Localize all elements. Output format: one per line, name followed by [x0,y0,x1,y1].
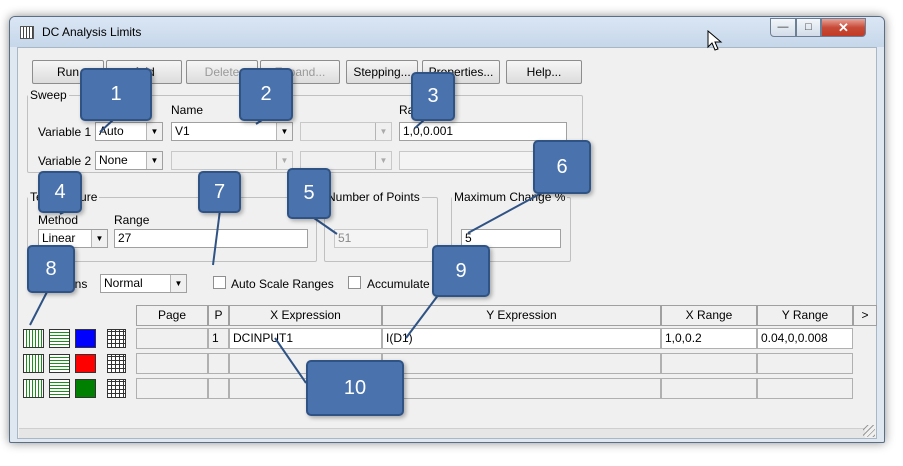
row3-x-range-cell[interactable] [661,378,757,399]
variable1-param-select[interactable]: ▼ [300,122,392,141]
close-button[interactable]: ✕ [821,18,866,37]
chevron-down-icon[interactable]: ▼ [146,152,162,169]
grid-options-icon[interactable] [107,354,126,373]
resize-grip-icon[interactable] [863,425,875,437]
name-header: Name [171,103,204,117]
row2-y-expression-cell[interactable] [382,353,661,374]
callout-6: 6 [533,140,591,194]
variable1-name-value: V1 [175,124,190,138]
callout-7: 7 [198,171,241,213]
row2-y-range-cell[interactable] [757,353,853,374]
page-column-header[interactable]: Page [136,305,208,326]
variable1-method-select[interactable]: Auto ▼ [95,122,163,141]
window-title: DC Analysis Limits [42,25,142,39]
row3-p-cell[interactable] [208,378,229,399]
grid-options-icon[interactable] [107,329,126,348]
help-button[interactable]: Help... [506,60,582,84]
row2-x-range-cell[interactable] [661,353,757,374]
variable1-label: Variable 1 [38,125,92,139]
row3-y-expression-cell[interactable] [382,378,661,399]
callout-5: 5 [287,168,331,219]
row2-p-cell[interactable] [208,353,229,374]
horizontal-scrollbar[interactable] [19,428,865,438]
row1-color-swatch[interactable] [75,329,96,348]
chevron-down-icon[interactable]: ▼ [375,152,391,169]
minimize-button[interactable]: — [770,18,796,37]
x-expression-column-header[interactable]: X Expression [229,305,382,326]
callout-8: 8 [27,245,75,293]
p-column-header[interactable]: P [208,305,229,326]
plot-lines-vertical-icon[interactable] [23,379,44,398]
plot-lines-vertical-icon[interactable] [23,354,44,373]
sweep-legend: Sweep [30,88,67,102]
plot-lines-vertical-icon[interactable] [23,329,44,348]
variable2-name-select[interactable]: ▼ [171,151,293,170]
auto-scale-ranges-checkbox[interactable] [213,276,226,289]
row3-color-swatch[interactable] [75,379,96,398]
row2-color-swatch[interactable] [75,354,96,373]
stepping-button[interactable]: Stepping... [346,60,418,84]
callout-4: 4 [38,171,82,213]
chevron-down-icon[interactable]: ▼ [91,230,107,247]
accumulate-plots-checkbox[interactable] [348,276,361,289]
number-of-points-legend: Number of Points [327,190,420,204]
expression-grid: Page P X Expression Y Expression X Range… [19,305,877,425]
temperature-method-label: Method [38,213,79,227]
callout-3: 3 [411,72,455,121]
callout-2: 2 [239,68,293,121]
chevron-down-icon[interactable]: ▼ [276,123,292,140]
y-range-column-header[interactable]: Y Range [757,305,853,326]
row1-y-expression-cell[interactable]: I(D1) [382,328,661,349]
variable2-label: Variable 2 [38,154,92,168]
plot-lines-horizontal-icon[interactable] [49,329,70,348]
more-columns-button[interactable]: > [853,305,877,326]
row1-x-expression-cell[interactable]: DCINPUT1 [229,328,382,349]
row2-page-cell[interactable] [136,353,208,374]
temperature-range-label: Range [114,213,150,227]
callout-1: 1 [80,68,152,121]
variable2-param-select[interactable]: ▼ [300,151,392,170]
title-bar[interactable]: DC Analysis Limits — □ ✕ [10,17,884,47]
row1-page-cell[interactable] [136,328,208,349]
number-of-points-group: Number of Points [324,190,438,262]
callout-10: 10 [306,360,404,416]
plot-lines-horizontal-icon[interactable] [49,354,70,373]
chevron-down-icon[interactable]: ▼ [375,123,391,140]
variable2-method-value: None [99,153,128,167]
row1-y-range-cell[interactable]: 0.04,0,0.008 [757,328,853,349]
app-icon [20,26,34,39]
temperature-method-select[interactable]: Linear ▼ [38,229,108,248]
maximize-button[interactable]: □ [796,18,821,37]
row3-page-cell[interactable] [136,378,208,399]
x-range-column-header[interactable]: X Range [661,305,757,326]
dialog-client-area: Run Add Delete Expand... Stepping... Pro… [17,47,877,439]
variable2-method-select[interactable]: None ▼ [95,151,163,170]
callout-9: 9 [432,245,490,297]
y-expression-column-header[interactable]: Y Expression [382,305,661,326]
row1-p-cell[interactable]: 1 [208,328,229,349]
variable1-range-input[interactable]: 1,0,0.001 [399,122,567,141]
chevron-down-icon[interactable]: ▼ [146,123,162,140]
variable1-name-select[interactable]: V1 ▼ [171,122,293,141]
variable1-method-value: Auto [99,124,124,138]
grid-options-icon[interactable] [107,379,126,398]
row3-y-range-cell[interactable] [757,378,853,399]
temperature-method-value: Linear [42,231,76,245]
row1-x-range-cell[interactable]: 1,0,0.2 [661,328,757,349]
options-select[interactable]: Normal ▼ [100,274,187,293]
number-of-points-input[interactable]: 51 [334,229,428,248]
mouse-cursor-icon [707,30,723,51]
dc-analysis-limits-window: DC Analysis Limits — □ ✕ Run Add Delete … [9,16,885,443]
chevron-down-icon[interactable]: ▼ [170,275,186,292]
chevron-down-icon[interactable]: ▼ [276,152,292,169]
plot-lines-horizontal-icon[interactable] [49,379,70,398]
options-value: Normal [104,276,143,290]
temperature-range-input[interactable]: 27 [114,229,308,248]
auto-scale-ranges-label[interactable]: Auto Scale Ranges [231,277,334,291]
